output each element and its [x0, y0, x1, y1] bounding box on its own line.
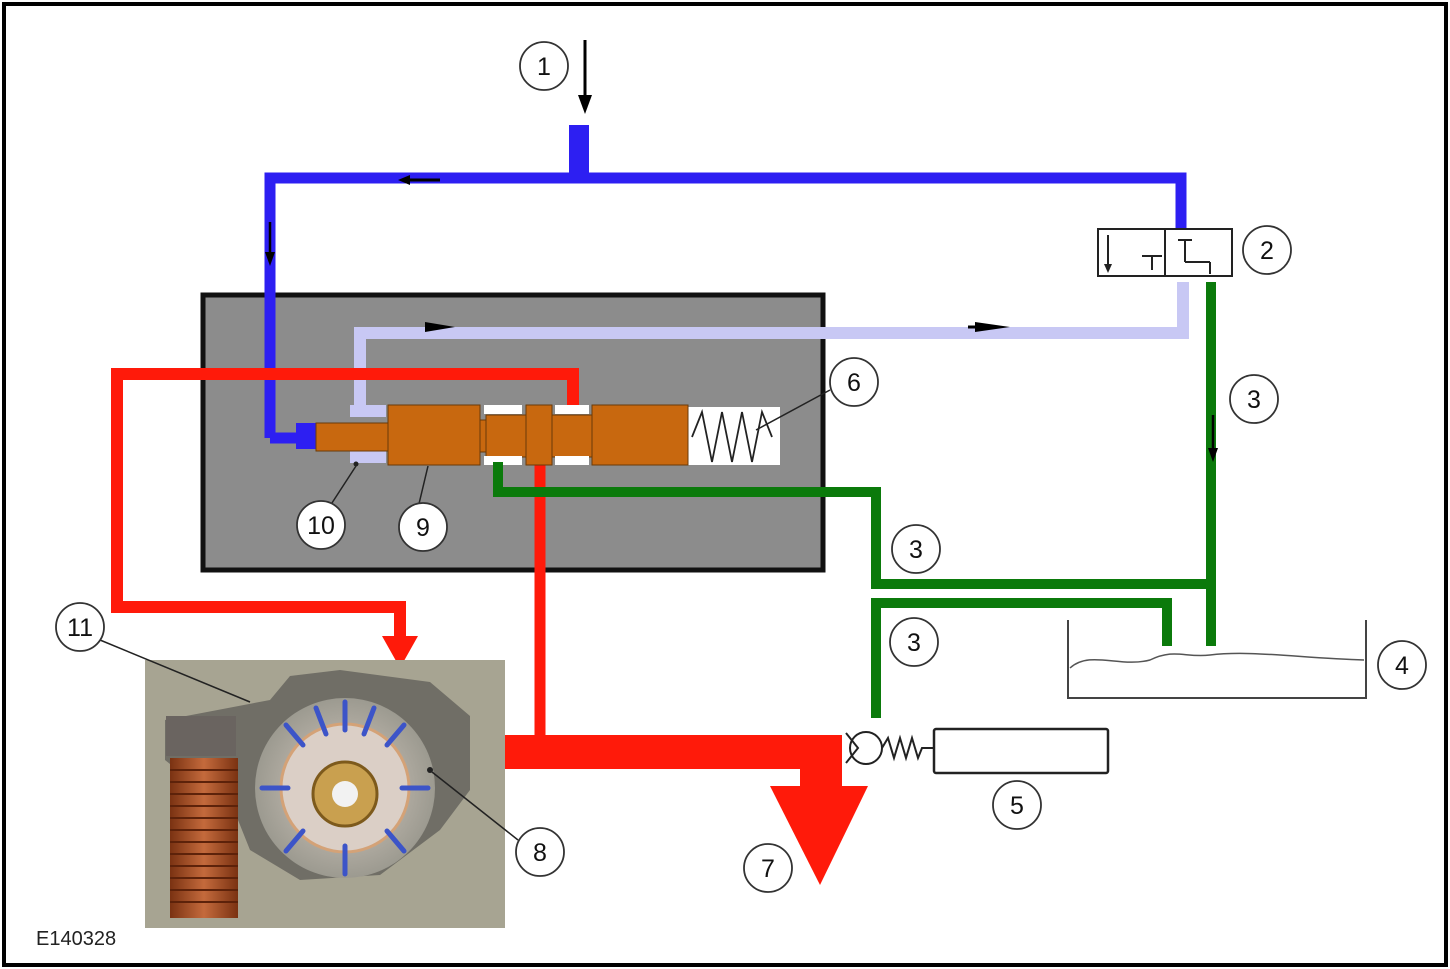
callout-6: 6 — [830, 358, 878, 406]
spool-stem — [316, 423, 388, 451]
callout-4: 4 — [1378, 641, 1426, 689]
svg-text:11: 11 — [67, 614, 93, 642]
spool-land-1 — [388, 405, 480, 465]
spool-land-5 — [592, 405, 688, 465]
callout-1: 1 — [520, 42, 568, 90]
pressure-outlet-drop — [800, 735, 842, 791]
svg-text:3: 3 — [1247, 386, 1261, 414]
signal-port-top — [350, 405, 386, 417]
svg-text:2: 2 — [1260, 237, 1274, 265]
spool-land-4 — [552, 415, 592, 457]
callout-3-spool-return: 3 — [892, 525, 940, 573]
oil-level — [1070, 653, 1364, 668]
svg-text:5: 5 — [1010, 792, 1024, 820]
leader-10-dot — [354, 462, 359, 467]
spool-gap-4 — [555, 456, 589, 465]
svg-text:9: 9 — [416, 514, 430, 542]
svg-text:8: 8 — [533, 839, 547, 867]
svg-text:3: 3 — [907, 629, 921, 657]
svg-text:1: 1 — [537, 53, 551, 81]
callout-5: 5 — [993, 781, 1041, 829]
callout-3-relief-return: 3 — [890, 618, 938, 666]
spool-gap-1 — [484, 405, 522, 414]
callout-2: 2 — [1243, 226, 1291, 274]
svg-text:10: 10 — [307, 512, 335, 540]
callout-11: 11 — [56, 603, 104, 651]
spool-land-2 — [486, 415, 526, 457]
svg-text:4: 4 — [1395, 652, 1409, 680]
svg-text:7: 7 — [761, 855, 775, 883]
callout-7: 7 — [744, 844, 792, 892]
relief-valve-ball — [850, 732, 882, 764]
spool-land-3 — [526, 405, 552, 465]
pressure-outlet — [462, 735, 842, 769]
vane-pump-illustration — [145, 660, 505, 928]
signal-port-bottom — [350, 451, 386, 463]
leader-8-dot — [427, 767, 433, 773]
callout-8: 8 — [516, 828, 564, 876]
callout-10: 10 — [297, 501, 345, 549]
inlet-arrow — [578, 95, 592, 114]
callout-3-solenoid-return: 3 — [1230, 375, 1278, 423]
relief-valve-body — [934, 729, 1108, 773]
oil-reservoir — [1068, 620, 1366, 698]
spool-gap-3 — [555, 405, 589, 414]
callout-9: 9 — [399, 503, 447, 551]
relief-valve-spring — [882, 738, 934, 758]
figure-id: E140328 — [36, 928, 116, 951]
supply-port — [296, 423, 318, 449]
svg-text:6: 6 — [847, 369, 861, 397]
svg-text:3: 3 — [909, 536, 923, 564]
